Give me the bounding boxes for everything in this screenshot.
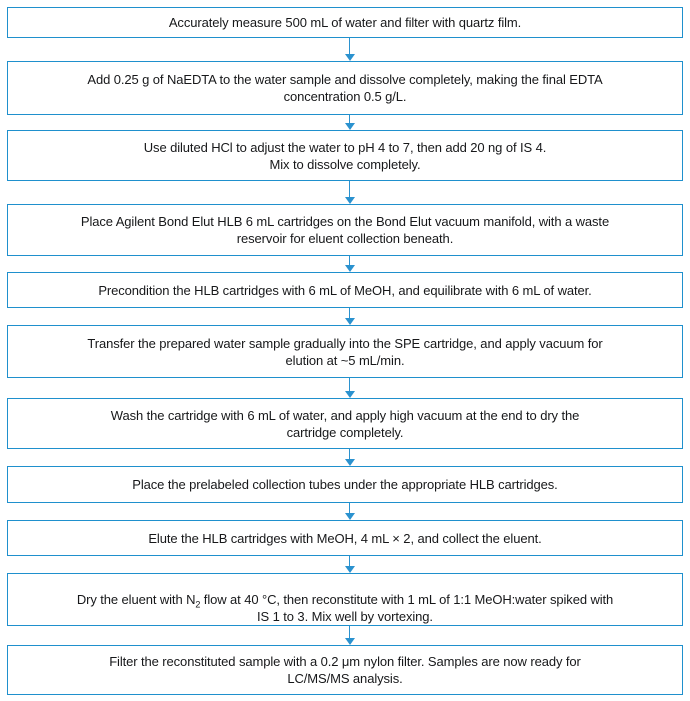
step-text: Filter the reconstituted sample with a 0… (109, 654, 581, 686)
step-text: Place Agilent Bond Elut HLB 6 mL cartrid… (80, 214, 610, 246)
flowchart-step-adjust-ph-add-is4[interactable]: Use diluted HCl to adjust the water to p… (7, 130, 683, 181)
arrow-step6-to-step7 (344, 378, 356, 398)
arrow-step8-to-step9 (344, 503, 356, 520)
arrow-step3-to-step4 (344, 181, 356, 204)
arrow-step10-to-step11 (344, 626, 356, 645)
flowchart-step-place-hlb-cartridges[interactable]: Place Agilent Bond Elut HLB 6 mL cartrid… (7, 204, 683, 256)
step-text: Use diluted HCl to adjust the water to p… (143, 139, 547, 172)
flowchart-step-dry-and-reconstitute[interactable]: Dry the eluent with N2 flow at 40 °C, th… (7, 573, 683, 626)
arrow-step1-to-step2 (344, 38, 356, 61)
step-text: Add 0.25 g of NaEDTA to the water sample… (87, 72, 603, 104)
step-text: Precondition the HLB cartridges with 6 m… (98, 282, 592, 298)
step-text: Elute the HLB cartridges with MeOH, 4 mL… (148, 530, 542, 546)
step-text-part: flow at 40 °C, then reconstitute with 1 … (203, 592, 614, 624)
flowchart-step-elute-cartridges[interactable]: Elute the HLB cartridges with MeOH, 4 mL… (7, 520, 683, 556)
subscript-two: 2 (195, 599, 201, 610)
step-text: Place the prelabeled collection tubes un… (132, 477, 558, 492)
arrow-step7-to-step8 (344, 449, 356, 466)
flowchart-step-wash-cartridge[interactable]: Wash the cartridge with 6 mL of water, a… (7, 398, 683, 449)
arrow-step5-to-step6 (344, 308, 356, 325)
flowchart-step-transfer-sample-to-spe[interactable]: Transfer the prepared water sample gradu… (7, 325, 683, 378)
step-text: Accurately measure 500 mL of water and f… (168, 15, 522, 30)
arrow-step2-to-step3 (344, 115, 356, 130)
arrow-step4-to-step5 (344, 256, 356, 272)
flowchart-step-precondition-cartridges[interactable]: Precondition the HLB cartridges with 6 m… (7, 272, 683, 308)
flowchart-step-measure-and-filter-water[interactable]: Accurately measure 500 mL of water and f… (7, 7, 683, 38)
step-text: Wash the cartridge with 6 mL of water, a… (110, 407, 580, 440)
flowchart-step-filter-and-analyze[interactable]: Filter the reconstituted sample with a 0… (7, 645, 683, 695)
arrow-step9-to-step10 (344, 556, 356, 573)
step-text: Transfer the prepared water sample gradu… (87, 335, 603, 368)
flowchart-step-place-collection-tubes[interactable]: Place the prelabeled collection tubes un… (7, 466, 683, 503)
step-text: Dry the eluent with N2 flow at 40 °C, th… (8, 574, 682, 625)
flowchart-step-add-naedta[interactable]: Add 0.25 g of NaEDTA to the water sample… (7, 61, 683, 115)
step-text-part: Dry the eluent with N (76, 592, 196, 607)
